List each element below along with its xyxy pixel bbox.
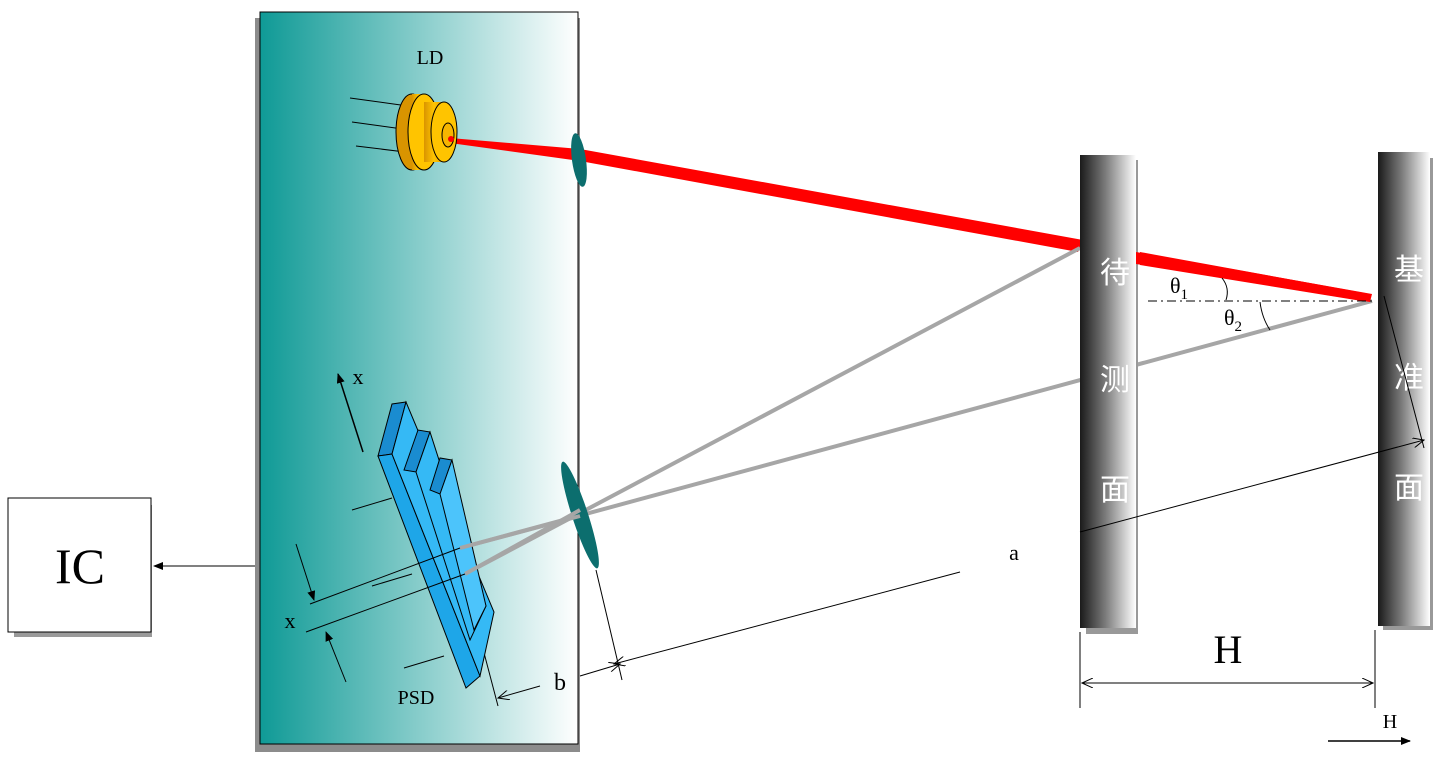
test-surface-char-3: 面 — [1100, 474, 1130, 507]
dimension-a-label: a — [1009, 540, 1019, 565]
reference-surface-char-3: 面 — [1394, 472, 1424, 505]
laser-beam — [580, 149, 1083, 252]
reflected-beam-reference-surface — [459, 299, 1373, 550]
ld-label: LD — [417, 47, 444, 69]
test-surface-char-1: 待 — [1100, 257, 1130, 290]
psd-detector — [351, 400, 495, 689]
dimension-b-arrow-left — [498, 685, 541, 698]
dimension-a-line-lower — [614, 571, 961, 664]
dimension-h-label: H — [1214, 627, 1243, 672]
theta1-label: θ1 — [1170, 273, 1188, 303]
theta1-arc — [1221, 277, 1228, 301]
psd-offset-label: x — [285, 608, 296, 633]
test-surface-plate: 待 测 面 — [1080, 155, 1138, 634]
reference-surface-char-1: 基 — [1394, 254, 1424, 287]
psd-label: PSD — [398, 687, 435, 709]
laser-diode — [349, 93, 458, 171]
theta2-arc — [1259, 301, 1271, 331]
ic-box: IC — [7, 497, 152, 637]
psd-offset-line-lower — [305, 573, 466, 633]
dimension-b-ext-lens — [595, 569, 623, 681]
receiver-lens — [561, 461, 599, 569]
h-direction-label: H — [1383, 711, 1397, 733]
test-surface-char-2: 测 — [1100, 364, 1130, 397]
reference-surface-plate: 基 准 面 — [1378, 152, 1433, 630]
reflected-beams — [459, 246, 1373, 576]
emitter-lens — [571, 133, 587, 187]
dimension-b-arrow-right — [579, 664, 620, 677]
x-axis-arrow — [336, 373, 364, 453]
dimension-b-label: b — [554, 670, 566, 696]
psd-offset-arrow-bottom — [325, 631, 347, 683]
reference-tilt-line — [1383, 295, 1425, 449]
psd-offset-line-upper — [309, 547, 461, 605]
laser-beam-in-gap-top — [1136, 252, 1372, 302]
ic-label: IC — [55, 538, 105, 594]
theta2-label: θ2 — [1224, 305, 1242, 335]
laser-beam-focus — [450, 138, 580, 161]
psd-offset-arrow-top — [295, 543, 316, 601]
beam-segment-psd-lower — [464, 508, 581, 576]
dimension-a-line-upper — [1079, 440, 1424, 533]
x-axis-label: x — [353, 364, 364, 389]
